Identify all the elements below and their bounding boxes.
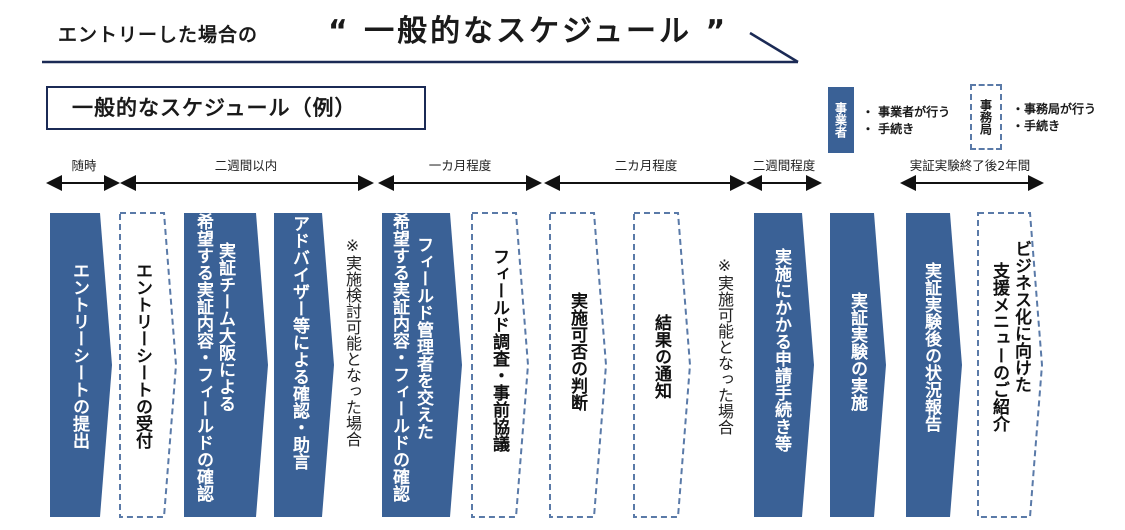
- legend-operator-item: ・ 事業者が行う: [862, 105, 951, 119]
- step-shape-operator: [830, 213, 886, 517]
- timeline-arrows: [46, 175, 1044, 191]
- timeline-label: 二週間程度: [752, 158, 816, 173]
- legend-operator-list: ・ 事業者が行う ・ 手続き: [862, 104, 950, 138]
- subtitle-box: 一般的なスケジュール（例）: [46, 86, 426, 130]
- step-shape-office: [977, 212, 1044, 518]
- header-prefix: エントリーした場合の: [58, 24, 259, 46]
- step-field-manager-check-line1: フィールド管理者を交えた: [413, 236, 433, 440]
- step-shape-operator: [50, 213, 112, 517]
- step-shape-office: [471, 212, 530, 518]
- legend-operator-swatch: 事業者: [828, 87, 854, 153]
- timeline-label: 二週間以内: [214, 158, 278, 173]
- step-shape-operator: [274, 213, 334, 517]
- note-considerable: ※実施検討可能となった場合: [343, 236, 362, 447]
- step-shape-office: [633, 212, 692, 518]
- step-team-osaka-check-line1: 実証チーム大阪による: [215, 242, 235, 412]
- step-result-notice: 結果の通知: [651, 314, 671, 399]
- step-shape-operator: [906, 213, 962, 517]
- step-support-menu-line2: 支援メニューのご紹介: [989, 262, 1009, 432]
- step-team-osaka-check-line2: 希望する実証内容・フィールドの確認: [193, 213, 213, 502]
- legend-office-swatch: 事務局: [970, 84, 1002, 150]
- step-shape-office: [549, 212, 608, 518]
- timeline-label: 実証実験終了後2年間: [909, 158, 1031, 173]
- step-field-survey: フィールド調査・事前協議: [489, 248, 509, 452]
- step-entry-sheet-submission: エントリーシートの提出: [69, 262, 89, 449]
- step-advisor-check: アドバイザー等による確認・助言: [289, 215, 309, 470]
- legend-office-list: ・事務局が行う ・手続き: [1012, 101, 1096, 135]
- timeline-label: 随時: [71, 158, 97, 173]
- page-title: “ 一般的なスケジュール ”: [328, 14, 729, 49]
- step-shape-operator: [184, 213, 268, 517]
- step-experiment-execution: 実証実験の実施: [847, 292, 867, 411]
- step-shape-operator: [754, 213, 814, 517]
- legend-office-label: 事務局: [978, 99, 993, 135]
- step-support-menu-line1: ビジネス化に向けた: [1011, 240, 1031, 393]
- legend-office-item: ・事務局が行う: [1012, 102, 1097, 116]
- title-underline: [42, 31, 799, 64]
- legend-operator-label: 事業者: [833, 102, 848, 138]
- step-application-procedure: 実施にかかる申請手続き等: [771, 248, 791, 452]
- legend-operator-item: ・ 手続き: [862, 122, 915, 136]
- step-shape-office: [119, 212, 178, 518]
- step-status-report: 実証実験後の状況報告: [921, 262, 941, 432]
- timeline-label: 二カ月程度: [614, 158, 678, 173]
- step-feasibility-judgment: 実施可否の判断: [567, 292, 587, 411]
- step-shape-operator: [382, 213, 462, 517]
- step-entry-sheet-receipt: エントリーシートの受付: [132, 262, 152, 449]
- step-field-manager-check-line2: 希望する実証内容・フィールドの確認: [389, 213, 409, 502]
- timeline-label: 一カ月程度: [428, 158, 492, 173]
- legend-office-item: ・手続き: [1012, 119, 1061, 133]
- note-feasible: ※実施可能となった場合: [715, 256, 734, 435]
